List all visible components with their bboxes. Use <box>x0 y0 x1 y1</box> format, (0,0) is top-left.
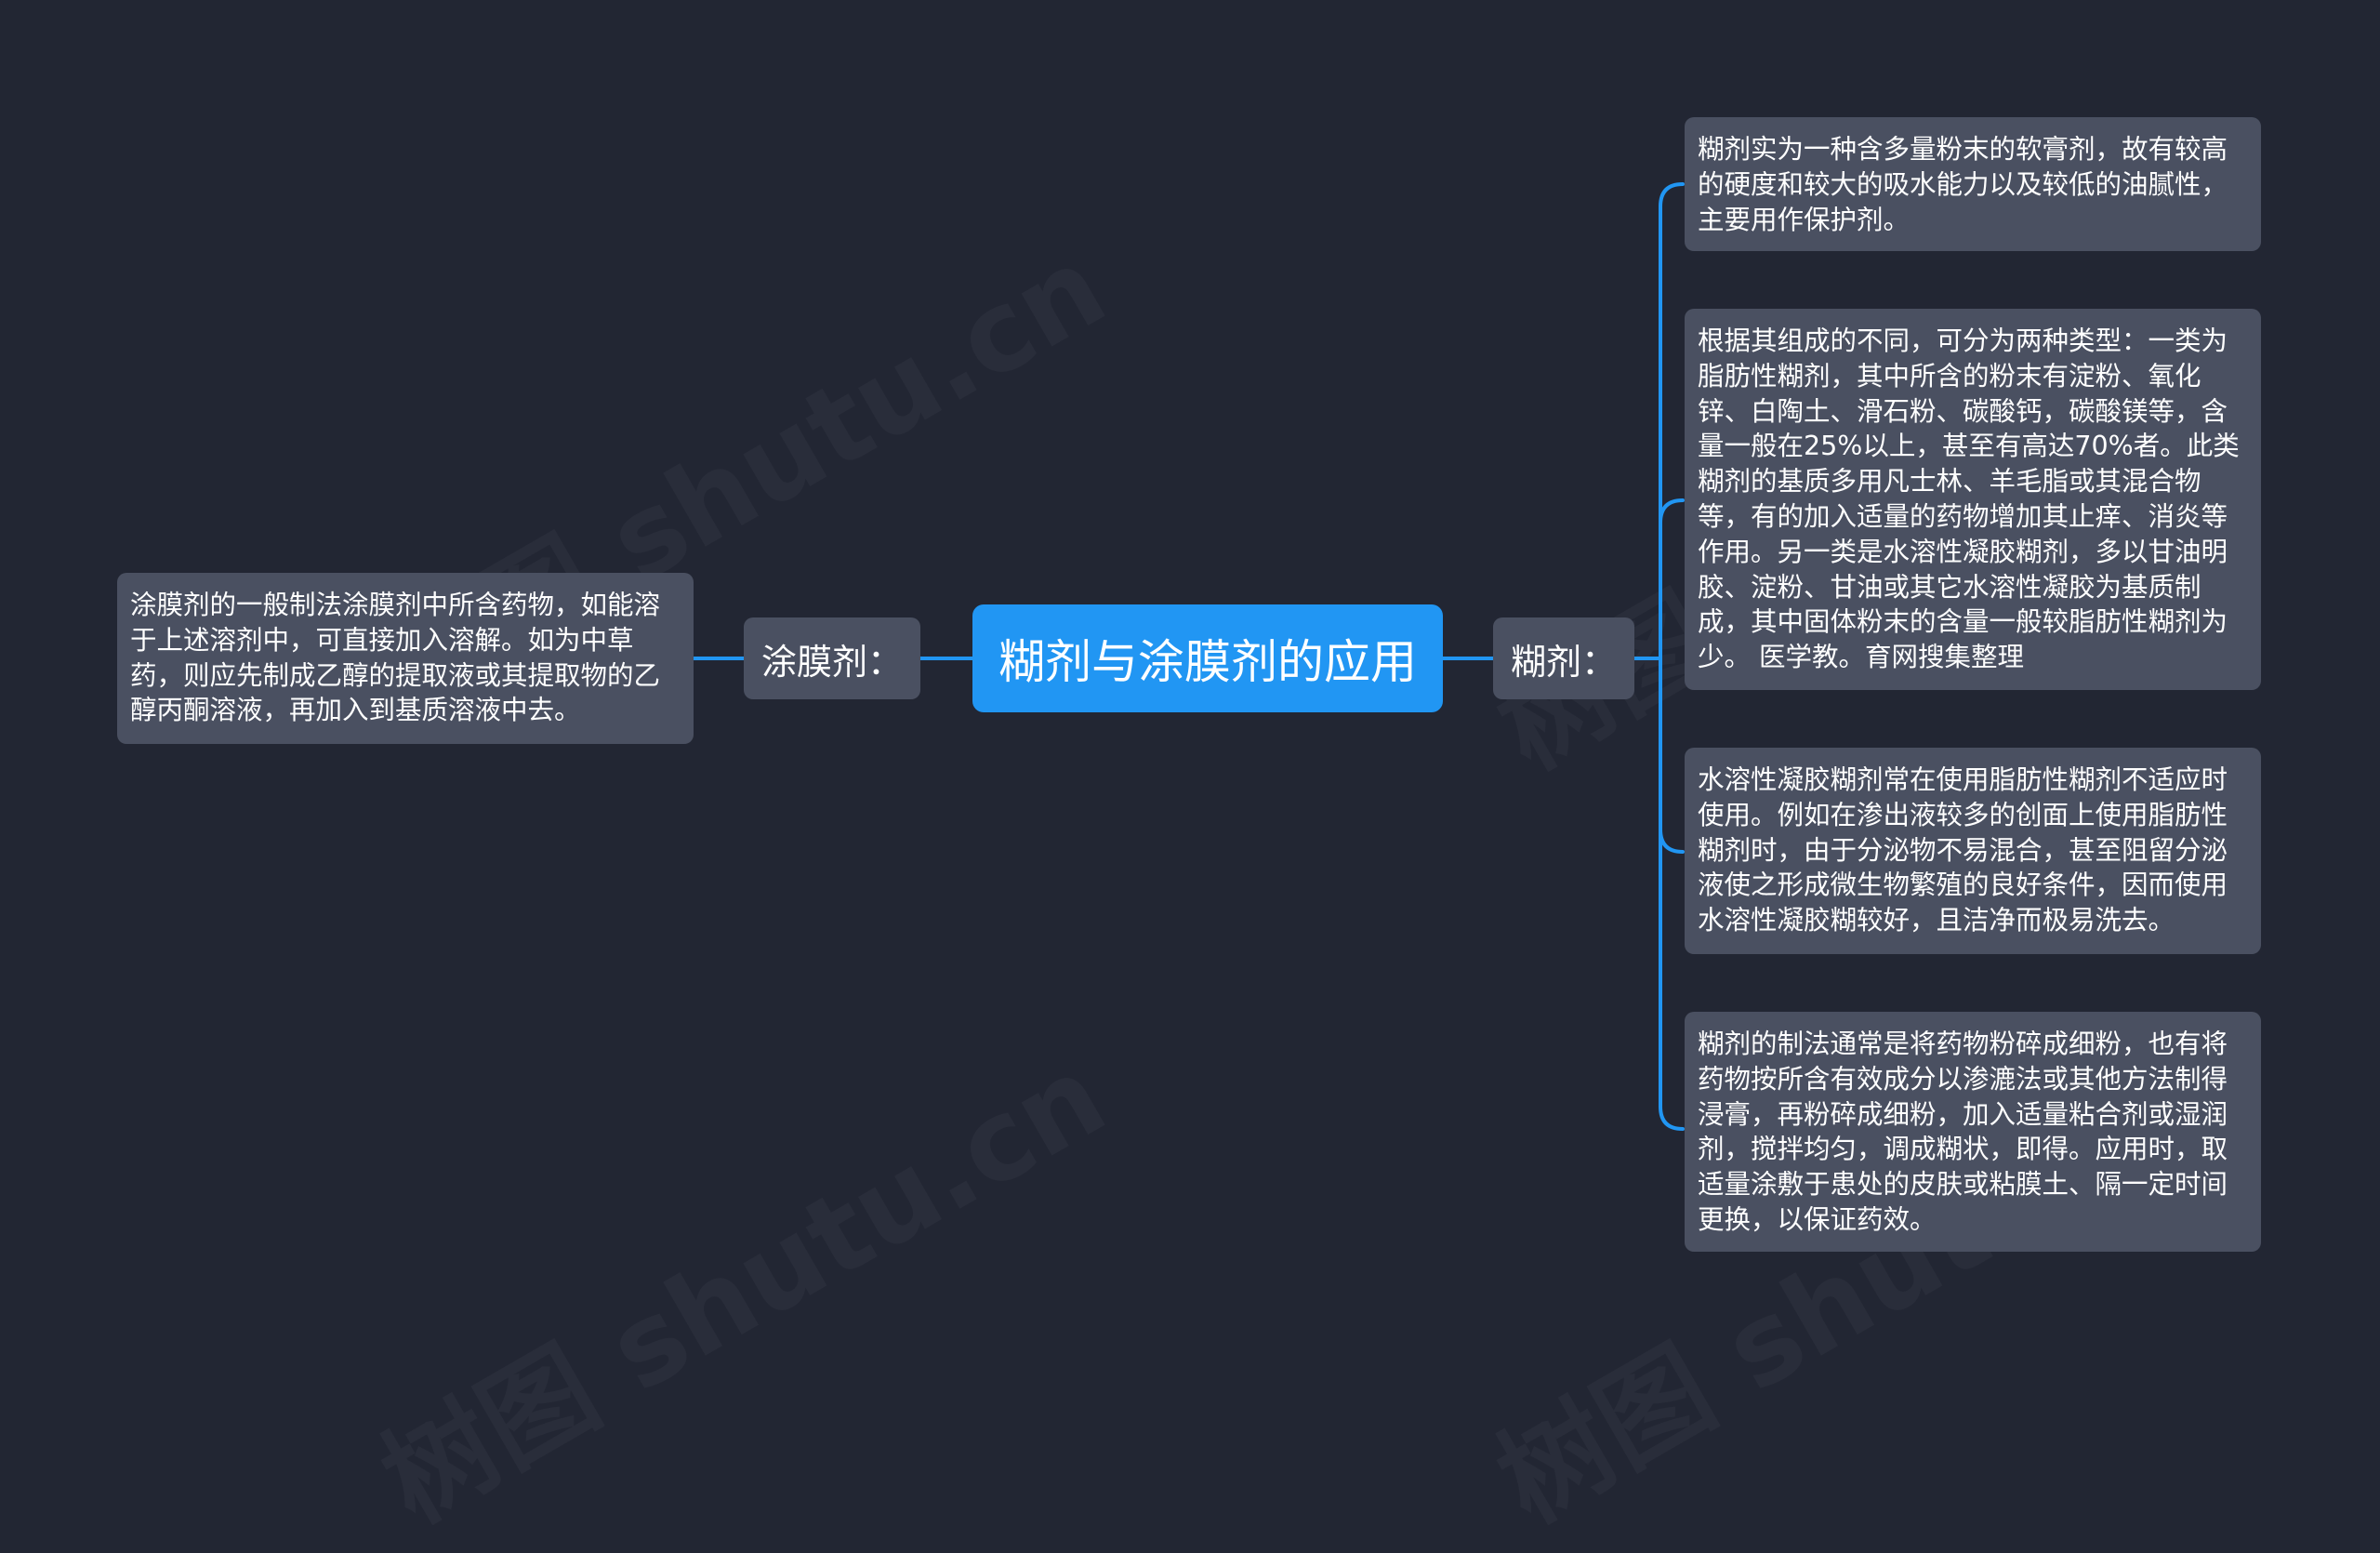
connector-right-leaf-1 <box>1659 182 1685 208</box>
connector-right-leaf-3 <box>1659 828 1685 854</box>
leaf-huji-types[interactable]: 根据其组成的不同，可分为两种类型：一类为脂肪性糊剂，其中所含的粉末有淀粉、氧化锌… <box>1685 309 2261 690</box>
leaf-huji-water-soluble[interactable]: 水溶性凝胶糊剂常在使用脂肪性糊剂不适应时使用。例如在渗出液较多的创面上使用脂肪性… <box>1685 748 2261 954</box>
connector-right-leaf-2 <box>1659 498 1685 524</box>
leaf-huji-preparation[interactable]: 糊剂的制法通常是将药物粉碎成细粉，也有将药物按所含有效成分以渗漉法或其他方法制得… <box>1685 1012 2261 1252</box>
mindmap-canvas: 树图 shutu.cn 树图 shutu.cn 树图 shutu.cn 树图 s… <box>117 117 2261 1252</box>
leaf-tumo-preparation[interactable]: 涂膜剂的一般制法涂膜剂中所含药物，如能溶于上述溶剂中，可直接加入溶解。如为中草药… <box>117 573 694 744</box>
branch-tumo[interactable]: 涂膜剂： <box>744 617 920 699</box>
branch-huji-label: 糊剂： <box>1510 641 1617 683</box>
root-topic[interactable]: 糊剂与涂膜剂的应用 <box>972 604 1443 712</box>
root-title: 糊剂与涂膜剂的应用 <box>998 635 1417 689</box>
connector-lines <box>692 182 1685 1131</box>
branch-huji[interactable]: 糊剂： <box>1493 617 1634 699</box>
connector-right-leaf-4 <box>1659 1105 1685 1131</box>
branch-tumo-label: 涂膜剂： <box>760 641 903 683</box>
leaf-huji-definition[interactable]: 糊剂实为一种含多量粉末的软膏剂，故有较高的硬度和较大的吸水能力以及较低的油腻性，… <box>1685 117 2261 251</box>
